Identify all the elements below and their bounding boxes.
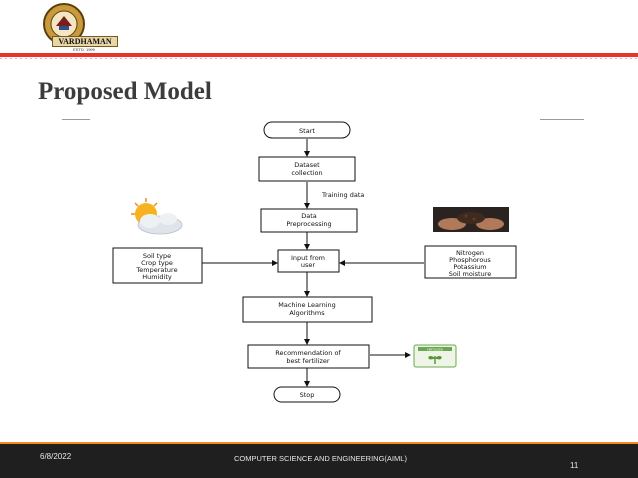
footer-page-number: 11: [570, 461, 579, 470]
training-data-label: Training data: [321, 191, 364, 199]
left-param-3: Temperature: [135, 266, 177, 274]
slide-title: Proposed Model: [38, 78, 212, 105]
left-param-2: Crop type: [141, 259, 173, 267]
right-param-3: Potassium: [453, 263, 486, 271]
footer-bar: [0, 444, 638, 478]
footer-date: 6/8/2022: [40, 452, 72, 461]
ml-label-1: Machine Learning: [278, 301, 336, 309]
stop-label: Stop: [300, 391, 315, 399]
flow-connectors: [202, 139, 424, 387]
footer-department: COMPUTER SCIENCE AND ENGINEERING(AIML): [234, 454, 407, 463]
title-rule-left: [62, 119, 90, 120]
logo-name: VARDHAMAN: [52, 36, 118, 47]
stop-terminal: [273, 386, 341, 403]
logo-estd: ESTD. 1999: [73, 47, 95, 52]
left-param-1: Soil type: [143, 252, 171, 260]
right-param-1: Nitrogen: [456, 249, 484, 257]
fertilizer-bag-icon: FERTILIZER: [413, 344, 457, 368]
right-param-4: Soil moisture: [449, 270, 491, 278]
recommendation-label-2: best fertilizer: [286, 357, 329, 365]
start-terminal: [263, 121, 351, 139]
ml-box: [242, 296, 373, 323]
start-label: Start: [299, 127, 315, 135]
weather-sun-cloud-icon: [131, 198, 183, 235]
dataset-label-2: collection: [291, 169, 322, 177]
fertilizer-bag-text: FERTILIZER: [427, 348, 443, 352]
header-red-rule: [0, 53, 638, 57]
soil-hands-icon: [433, 207, 509, 232]
footer-accent-band: [0, 442, 638, 445]
recommendation-label-1: Recommendation of: [275, 349, 341, 357]
ml-label-2: Algorithms: [289, 309, 325, 317]
right-params-box: [424, 245, 517, 279]
recommendation-box: [247, 344, 370, 369]
college-logo: VARDHAMAN ESTD. 1999: [20, 2, 118, 52]
title-rule-right: [540, 119, 584, 120]
preprocessing-box: [260, 208, 358, 233]
input-label-2: user: [301, 261, 316, 269]
right-param-2: Phosphorous: [449, 256, 491, 264]
dataset-label-1: Dataset: [294, 161, 320, 169]
logo-emblem-icon: [43, 3, 85, 45]
preprocessing-label-1: Data: [301, 212, 317, 220]
preprocessing-label-2: Preprocessing: [286, 220, 331, 228]
left-param-4: Humidity: [142, 273, 172, 281]
dataset-box: [258, 156, 356, 182]
input-label-1: Input from: [291, 254, 325, 262]
input-box: [277, 249, 340, 273]
header-dotted-rule: [0, 58, 638, 59]
left-params-box: [112, 247, 203, 284]
